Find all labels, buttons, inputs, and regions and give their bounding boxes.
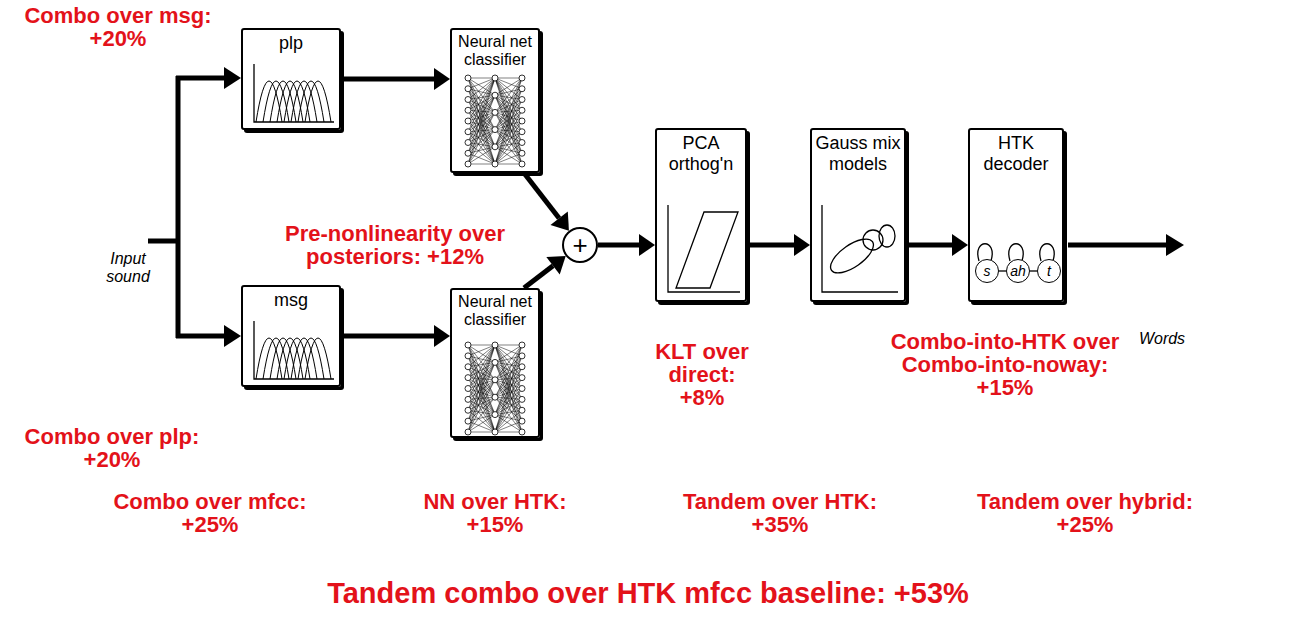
node-text: msg <box>243 287 339 311</box>
result-label: Combo over mfcc: +25% <box>103 490 318 536</box>
result-label: Tandem over hybrid: +25% <box>968 490 1203 536</box>
result-label: NN over HTK: +15% <box>413 490 578 536</box>
node-text: plp <box>243 30 339 54</box>
flow-arrow <box>524 173 569 231</box>
feature-box: plp <box>241 28 341 130</box>
result-label: Tandem over HTK: +35% <box>673 490 888 536</box>
input-branch <box>148 76 226 338</box>
feature-box: msg <box>241 285 341 387</box>
flow-arrow <box>341 68 450 90</box>
hmm-state: s <box>975 259 999 283</box>
result-label: Tandem combo over HTK mfcc baseline: +53… <box>198 578 1098 608</box>
flow-arrow <box>341 325 450 347</box>
flow-arrow <box>747 234 810 256</box>
flow-arrow <box>598 234 655 256</box>
flow-arrow <box>906 234 968 256</box>
gaussian-figure <box>822 205 898 292</box>
node-text: Gauss mix models <box>812 130 904 174</box>
result-label: Combo over plp: +20% <box>10 425 215 471</box>
result-label: Combo-into-HTK over Combo-into-noway: +1… <box>885 330 1125 399</box>
process-box: Gauss mix models <box>810 128 906 302</box>
process-box: PCA orthog'n <box>655 128 747 302</box>
decoder-box: HTK decoder s ah t <box>968 128 1064 302</box>
result-label: Pre-nonlinearity over posteriors: +12% <box>245 222 545 268</box>
node-text: + <box>572 232 587 258</box>
node-text: ah <box>1010 264 1026 278</box>
state-transition <box>999 271 1006 272</box>
hmm-state: ah <box>1006 259 1030 283</box>
state-transition <box>1030 271 1037 272</box>
flow-arrow <box>524 256 566 288</box>
node-text: Neural net classifier <box>452 30 538 70</box>
node-text: Neural net classifier <box>452 290 538 330</box>
hmm-state: t <box>1037 259 1061 283</box>
pca-figure <box>668 205 740 292</box>
classifier-box: Neural net classifier <box>450 28 540 173</box>
io-label: Input sound <box>97 250 159 285</box>
output-arrow <box>1068 234 1184 256</box>
node-text: PCA orthog'n <box>657 130 745 174</box>
classifier-box: Neural net classifier <box>450 288 540 438</box>
sum-node: + <box>562 227 598 263</box>
result-label: Combo over msg: +20% <box>12 4 224 50</box>
result-label: KLT over direct: +8% <box>650 340 755 409</box>
node-text: t <box>1047 264 1051 278</box>
node-text: HTK decoder <box>970 130 1062 174</box>
io-label: Words <box>1132 330 1192 348</box>
input-arrowheads <box>224 67 241 347</box>
node-text: s <box>984 264 991 278</box>
